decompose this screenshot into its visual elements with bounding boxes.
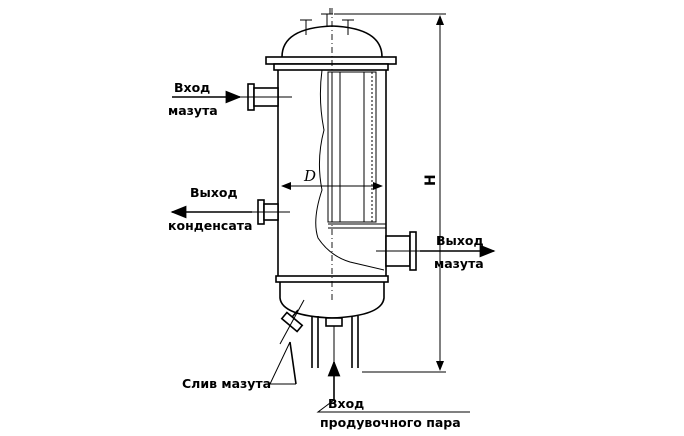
inlet-label-line1: Вход — [174, 80, 210, 95]
drain-nozzle — [279, 299, 305, 345]
diameter-label: D — [303, 167, 316, 185]
inlet-nozzle — [240, 83, 292, 111]
height-label: H — [423, 174, 439, 186]
condensate-nozzle — [250, 199, 290, 225]
filter-element — [315, 8, 386, 300]
vessel-body — [265, 8, 397, 370]
drain-leader — [269, 341, 296, 385]
condensate-label-line1: Выход — [190, 185, 238, 200]
outlet-nozzle — [376, 231, 424, 271]
outlet-label-line1: Выход — [436, 233, 484, 248]
steam-label-line1: Вход — [328, 396, 364, 411]
steam-label-line2: продувочного пара — [320, 415, 461, 430]
condensate-label-line2: конденсата — [168, 218, 252, 233]
inlet-label-line2: мазута — [168, 103, 218, 118]
outlet-label-line2: мазута — [434, 256, 484, 271]
drain-label: Слив мазута — [182, 376, 271, 391]
